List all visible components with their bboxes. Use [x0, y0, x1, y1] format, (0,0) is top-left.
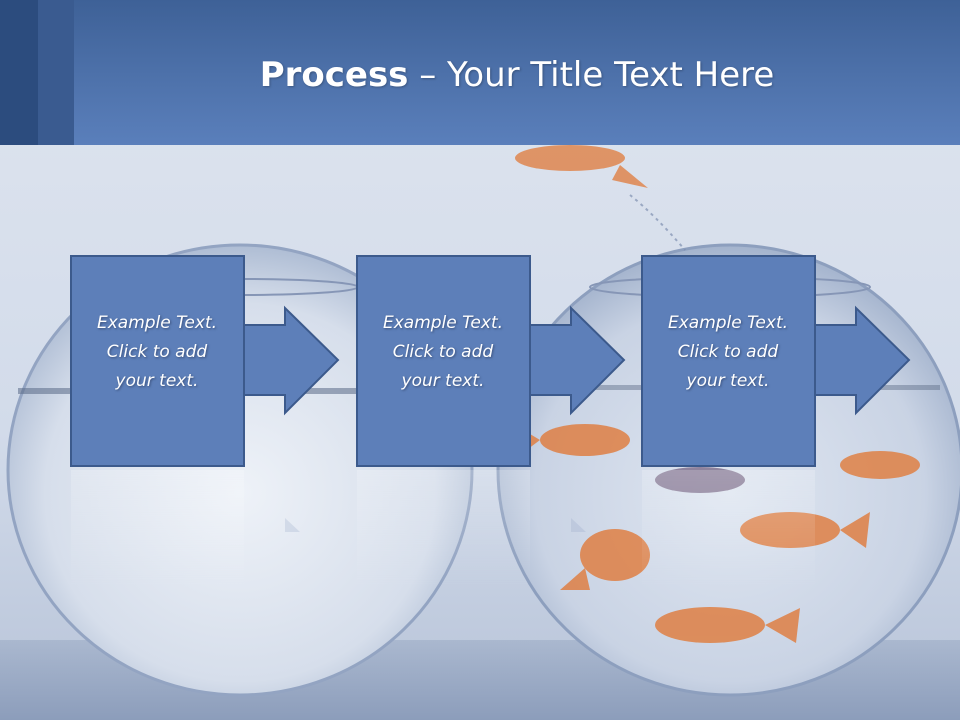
right-arrow-icon	[814, 305, 911, 416]
title-bold-text: Process	[259, 55, 409, 95]
right-arrow-icon	[529, 305, 626, 416]
title-rest-text: – Your Title Text Here	[408, 55, 775, 95]
right-arrow-icon	[243, 305, 340, 416]
step-reflection	[642, 470, 815, 590]
step-box-shape	[641, 255, 911, 467]
title-header-band	[0, 0, 960, 145]
step-reflection	[71, 470, 300, 590]
slide-title[interactable]: Process – Your Title Text Here	[74, 50, 960, 100]
step-text[interactable]: Example Text. Click to add your text.	[382, 313, 504, 391]
step-box-shape	[356, 255, 626, 467]
step-text[interactable]: Example Text. Click to add your text.	[667, 313, 789, 391]
process-step-1[interactable]: Example Text. Click to add your text.	[70, 255, 345, 470]
process-step-3[interactable]: Example Text. Click to add your text.	[641, 255, 916, 470]
process-step-2[interactable]: Example Text. Click to add your text.	[356, 255, 631, 470]
header-accent-strip	[38, 0, 74, 145]
step-box-shape	[70, 255, 340, 467]
step-reflection	[357, 470, 586, 590]
step-text[interactable]: Example Text. Click to add your text.	[96, 313, 218, 391]
header-accent-strip	[0, 0, 38, 145]
